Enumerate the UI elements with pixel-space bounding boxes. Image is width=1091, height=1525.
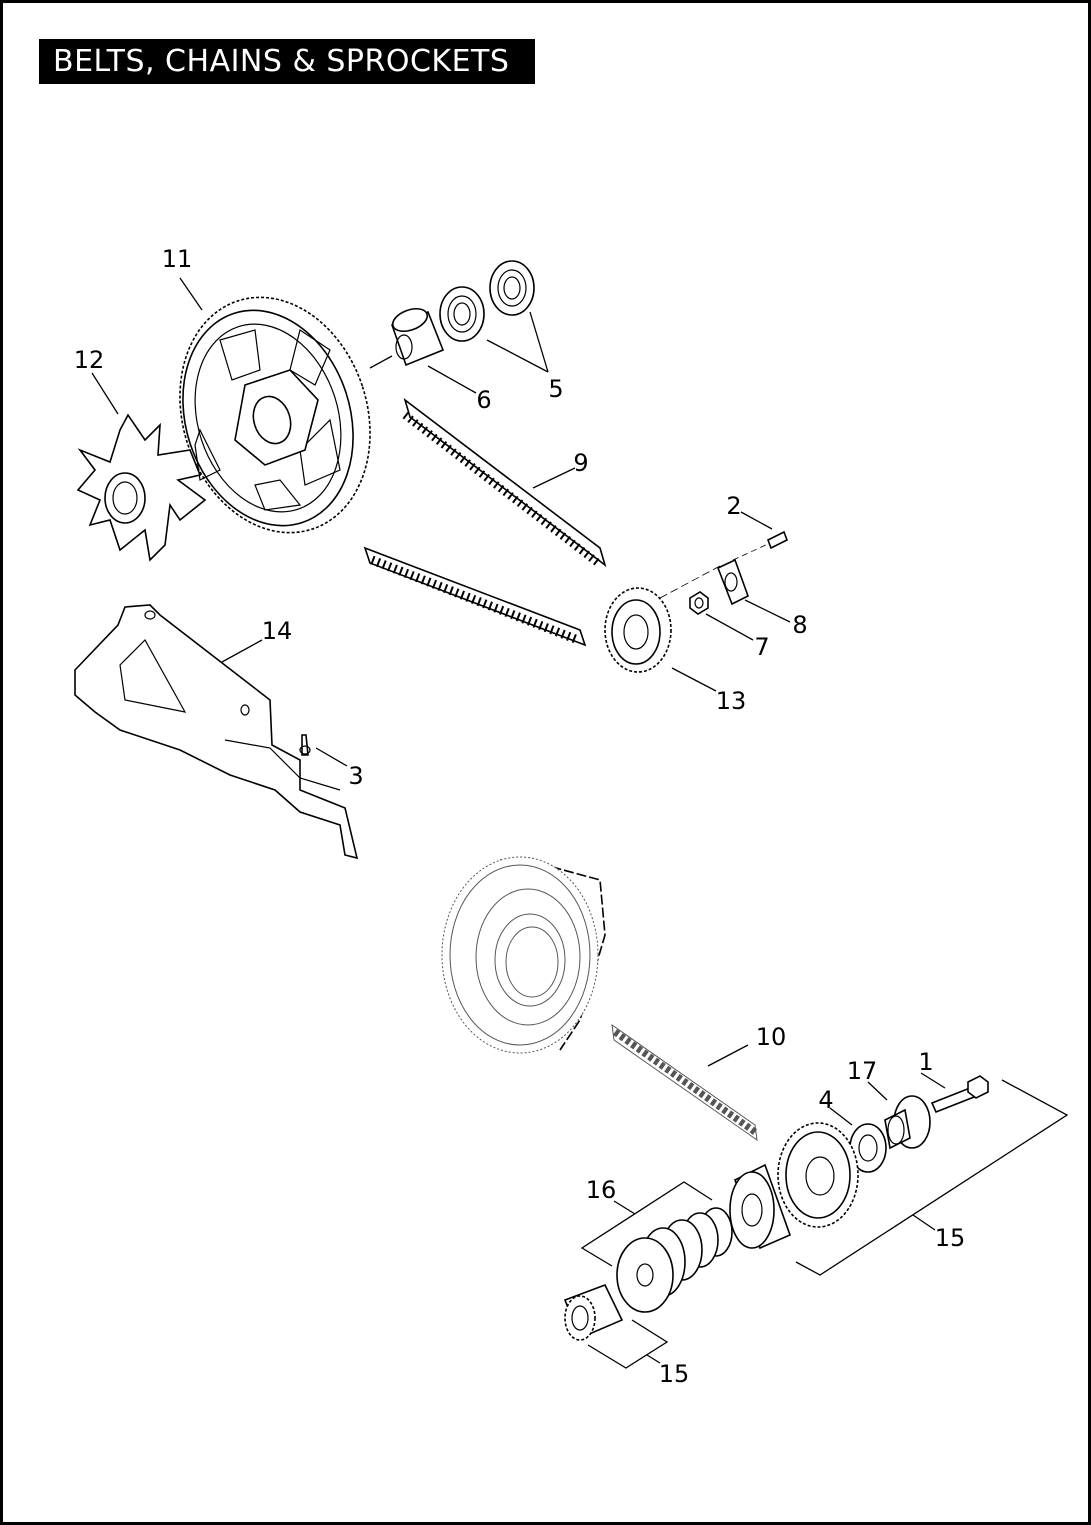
part-rear-pulley	[179, 296, 371, 534]
callout-15-upper: 15	[935, 1224, 966, 1252]
callout-12: 12	[74, 346, 105, 374]
part-belt-guard	[74, 604, 359, 860]
callout-1: 1	[918, 1048, 933, 1076]
callout-15-lower: 15	[659, 1360, 690, 1388]
part-spacer	[390, 307, 445, 367]
page-title: BELTS, CHAINS & SPROCKETS	[39, 39, 535, 84]
part-compensator-cam	[729, 1163, 792, 1250]
callout-8: 8	[792, 611, 807, 639]
part-transmission-sprocket	[604, 565, 721, 673]
callout-4: 4	[818, 1086, 833, 1114]
callout-7: 7	[754, 633, 769, 661]
callout-16: 16	[586, 1176, 617, 1204]
callout-9: 9	[573, 449, 588, 477]
part-bearings	[439, 260, 535, 342]
callout-5: 5	[548, 375, 563, 403]
part-primary-chain	[611, 1023, 758, 1142]
part-drive-belt	[363, 397, 607, 647]
part-clutch-shell	[441, 856, 606, 1054]
part-screw-2	[732, 530, 789, 561]
part-screw-3	[299, 734, 311, 756]
part-shaft-extension	[563, 1283, 624, 1341]
callout-3: 3	[348, 762, 363, 790]
part-engine-sprocket	[777, 1122, 859, 1228]
part-lock-plate	[716, 558, 749, 606]
part-fan-deflector	[76, 413, 207, 562]
part-nut-7	[689, 591, 709, 615]
callout-13: 13	[716, 687, 747, 715]
callout-2: 2	[726, 492, 741, 520]
callout-10: 10	[756, 1023, 787, 1051]
part-bolt	[930, 1075, 989, 1114]
callout-11: 11	[162, 245, 193, 273]
part-spring-washers	[616, 1207, 733, 1313]
callout-14: 14	[262, 617, 293, 645]
callout-17: 17	[847, 1057, 878, 1085]
leader-lines	[91, 277, 1069, 1369]
callout-6: 6	[476, 386, 491, 414]
part-spacer-17	[884, 1095, 931, 1150]
